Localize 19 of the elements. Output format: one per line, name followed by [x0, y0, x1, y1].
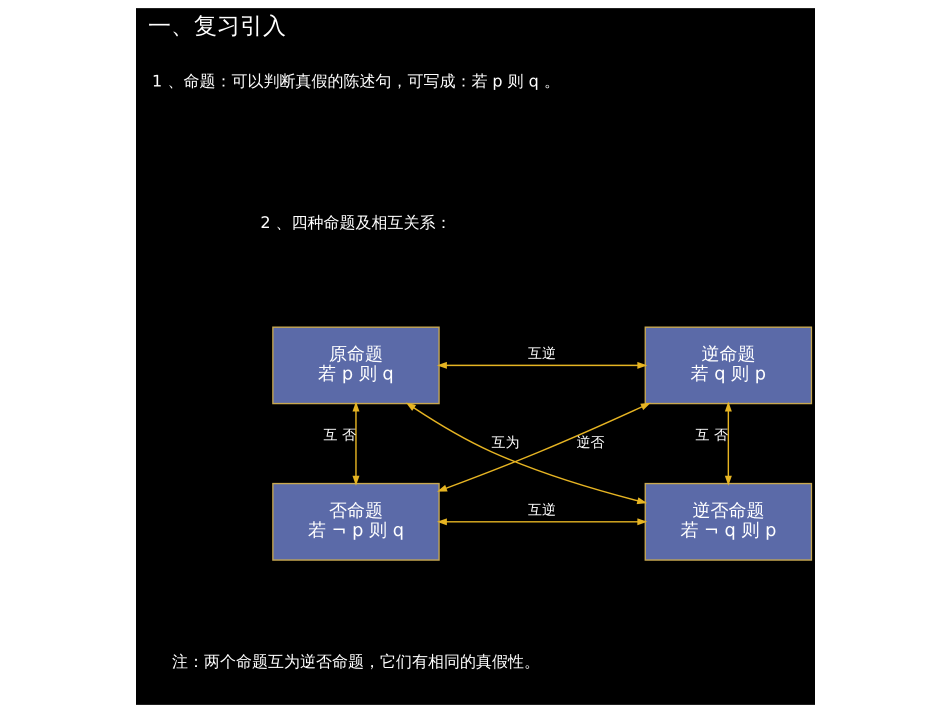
arrow [436, 362, 647, 369]
node-box: 否命题 若 ¬ p 则 q [272, 482, 440, 561]
label: 2 、四种命题及相互关系： [260, 212, 452, 232]
arrow [436, 402, 650, 492]
edge-label: 互逆 [528, 502, 556, 519]
arrow [405, 402, 647, 504]
arrow [352, 402, 359, 486]
arrow [436, 518, 647, 526]
edge-label: 逆否 [576, 434, 604, 451]
diagram-title: 一、复习引入 [147, 14, 286, 40]
arrow [724, 402, 732, 486]
node-box: 原命题 若 p 则 q [272, 326, 440, 404]
node-box: 逆命题 若 q 则 p [644, 326, 812, 404]
edge-label: 互逆 [528, 346, 556, 362]
label: 1 、命题：可以判断真假的陈述句，可写成：若 p 则 q 。 [152, 72, 560, 91]
edge-label: 互为 [490, 434, 519, 451]
label: 注：两个命题互为逆否命题，它们有相同的真假性。 [171, 652, 540, 672]
node-box: 逆否命题 若 ¬ q 则 p [644, 482, 812, 561]
edge-label: 互 否 [322, 427, 356, 444]
